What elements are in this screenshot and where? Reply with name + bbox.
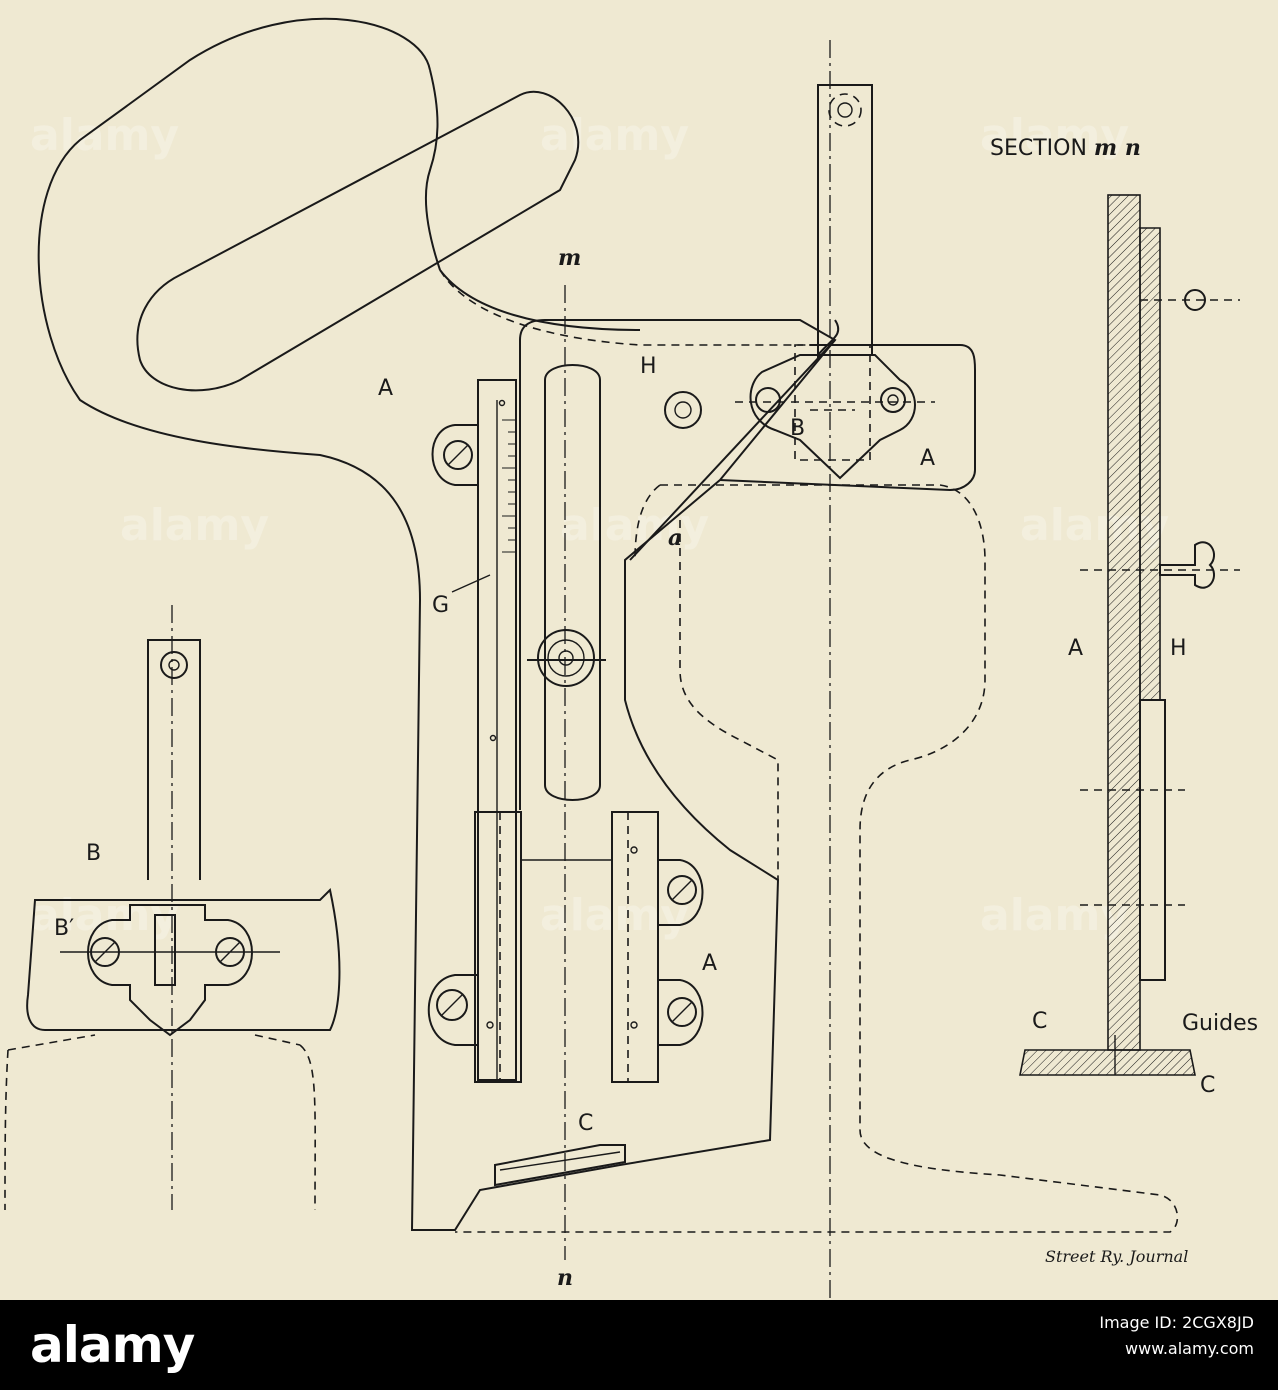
label-a-section: A — [1068, 636, 1083, 661]
label-n: n — [557, 1265, 573, 1291]
label-c-section-left: C — [1032, 1009, 1047, 1034]
block-c — [495, 1145, 625, 1185]
watermark-text: alamy — [540, 110, 689, 161]
footer-bar: alamy Image ID: 2CGX8JD www.alamy.com — [0, 1300, 1278, 1390]
plate-h — [520, 320, 835, 810]
watermark-text: alamy — [540, 890, 689, 941]
label-b-clamp: B — [790, 416, 805, 441]
scale-ticks — [502, 420, 516, 552]
edge-a — [630, 340, 835, 560]
wing-nut — [527, 630, 606, 686]
technical-drawing: alamy alamy alamy alamy alamy alamy alam… — [0, 0, 1278, 1300]
label-b-prime: B′ — [54, 916, 74, 941]
plate-hole — [665, 392, 701, 428]
section-title: SECTION m n — [990, 135, 1141, 161]
gauge-body-a — [39, 19, 778, 1230]
guides — [475, 812, 658, 1082]
credit-caption: Street Ry. Journal — [1045, 1247, 1188, 1266]
g-leader — [452, 575, 490, 592]
footer-url[interactable]: www.alamy.com — [1099, 1336, 1254, 1362]
label-a-edge: a — [668, 525, 682, 551]
footer-image-id: Image ID: 2CGX8JD — [1099, 1310, 1254, 1336]
label-a-lower: A — [702, 951, 717, 976]
label-guides: Guides — [1182, 1011, 1258, 1036]
section-mn — [1020, 195, 1240, 1075]
label-c: C — [578, 1111, 593, 1136]
rail-outline — [455, 485, 1177, 1232]
watermark-text: alamy — [30, 110, 179, 161]
labels: SECTION m n m A H B A a G A C n B B′ A H… — [54, 135, 1258, 1291]
label-a-body: A — [378, 376, 393, 401]
footer-brand-logo: alamy — [30, 1316, 194, 1374]
label-h: H — [640, 354, 657, 379]
watermark-text: alamy — [980, 890, 1129, 941]
label-g: G — [432, 593, 449, 618]
watermark-text: alamy — [120, 500, 269, 551]
label-a-bracket: A — [920, 446, 935, 471]
footer-image-info: Image ID: 2CGX8JD www.alamy.com — [1099, 1310, 1254, 1362]
label-b-inset: B — [86, 841, 101, 866]
label-c-section-right: C — [1200, 1073, 1215, 1098]
label-m: m — [558, 245, 581, 271]
label-h-section: H — [1170, 636, 1187, 661]
